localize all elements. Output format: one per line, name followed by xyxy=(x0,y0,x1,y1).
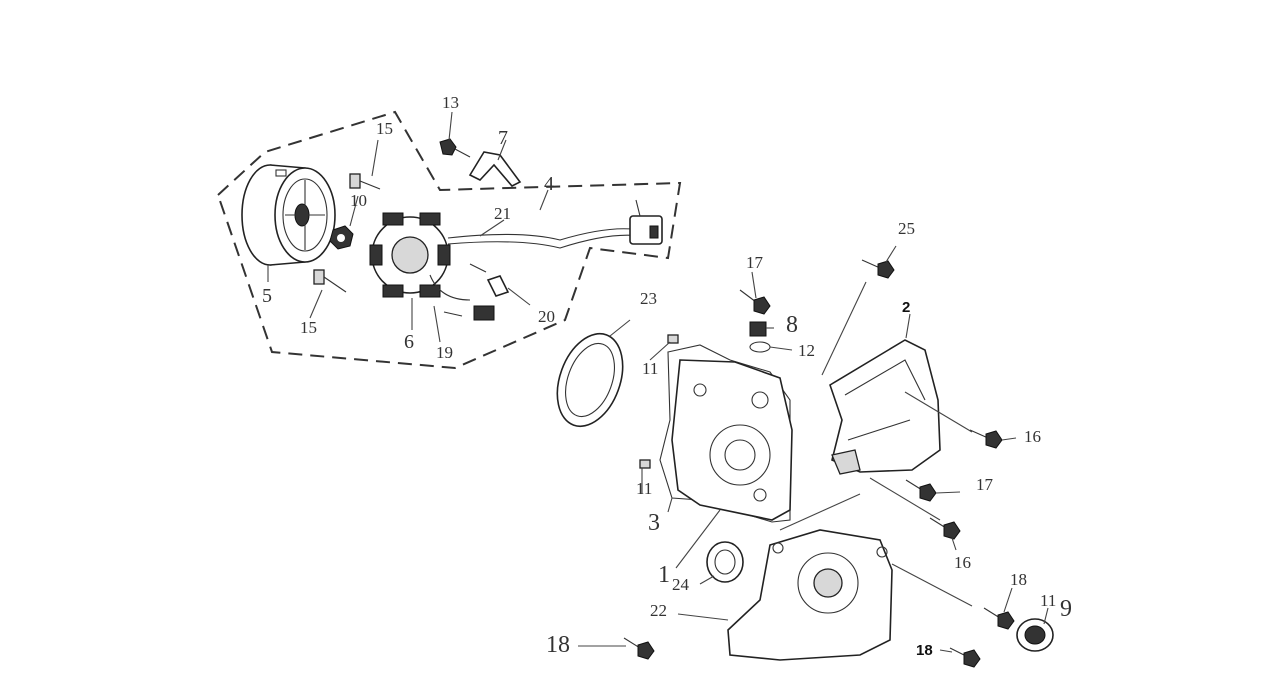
bolt-17-lower xyxy=(905,479,937,502)
callout-25: 25 xyxy=(898,219,915,238)
callout-23: 23 xyxy=(640,289,657,308)
oil-seal xyxy=(706,541,744,583)
callout-20: 20 xyxy=(538,307,555,326)
stator-group-boundary xyxy=(216,110,682,370)
cooling-shroud xyxy=(829,339,941,475)
bolt-18-right xyxy=(983,607,1015,630)
cap-9 xyxy=(1016,618,1054,652)
callout-7: 7 xyxy=(498,127,508,149)
bolt-15-upper xyxy=(349,173,381,190)
callout-10: 10 xyxy=(350,191,367,210)
callout-9: 9 xyxy=(1060,596,1072,622)
callout-18-left: 18 xyxy=(546,632,570,658)
cover-gasket xyxy=(659,344,791,523)
crankcase-cover xyxy=(671,359,793,521)
callout-13: 13 xyxy=(442,93,459,112)
callout-4: 4 xyxy=(544,173,554,195)
callout-16-upper: 16 xyxy=(1024,427,1041,446)
callout-24: 24 xyxy=(672,575,690,594)
bracket xyxy=(468,151,522,187)
crankcase-gasket xyxy=(556,332,624,428)
callout-15-lower: 15 xyxy=(300,318,317,337)
wire-clamp xyxy=(469,263,510,297)
outer-cover xyxy=(727,529,893,661)
callout-17-lower: 17 xyxy=(976,475,994,494)
callout-16-lower: 16 xyxy=(954,553,971,572)
callout-11-upper: 11 xyxy=(642,359,658,378)
callout-5: 5 xyxy=(262,285,272,307)
leader-lines xyxy=(267,111,1049,653)
pulse-pickup xyxy=(429,274,495,321)
callout-11-right: 11 xyxy=(1040,591,1056,610)
dowel-11-upper xyxy=(667,334,679,344)
bolt-15-lower xyxy=(313,269,347,293)
bolt-18-bottom xyxy=(949,647,981,668)
bolt-18-left xyxy=(623,637,655,660)
flywheel-nut xyxy=(329,225,354,250)
dowel-11-lower xyxy=(639,459,651,469)
bolt-17-upper xyxy=(739,289,771,315)
callout-18-bottom: 18 xyxy=(916,642,933,659)
callout-3: 3 xyxy=(648,510,660,536)
screw-13 xyxy=(439,138,471,158)
callout-21: 21 xyxy=(494,204,511,223)
callout-1: 1 xyxy=(658,562,670,588)
bolt-16-lower xyxy=(929,517,961,540)
callout-2: 2 xyxy=(902,299,910,316)
bolt-16-upper xyxy=(969,429,1003,449)
flywheel-rotor xyxy=(241,164,336,266)
callout-8: 8 xyxy=(786,312,798,338)
callout-15-upper: 15 xyxy=(376,119,393,138)
stator-coil xyxy=(369,212,451,298)
callouts: 13 7 4 21 15 10 5 15 6 19 20 23 11 11 3 … xyxy=(262,93,1072,659)
wiring-harness xyxy=(447,199,663,249)
bolt-25 xyxy=(861,259,895,279)
callout-11-lower: 11 xyxy=(636,479,652,498)
filler-plug xyxy=(749,321,771,353)
callout-17-upper: 17 xyxy=(746,253,764,272)
callout-6: 6 xyxy=(404,331,414,353)
callout-22: 22 xyxy=(650,601,667,620)
callout-18-right: 18 xyxy=(1010,570,1027,589)
callout-19: 19 xyxy=(436,343,453,362)
callout-12: 12 xyxy=(798,341,815,360)
